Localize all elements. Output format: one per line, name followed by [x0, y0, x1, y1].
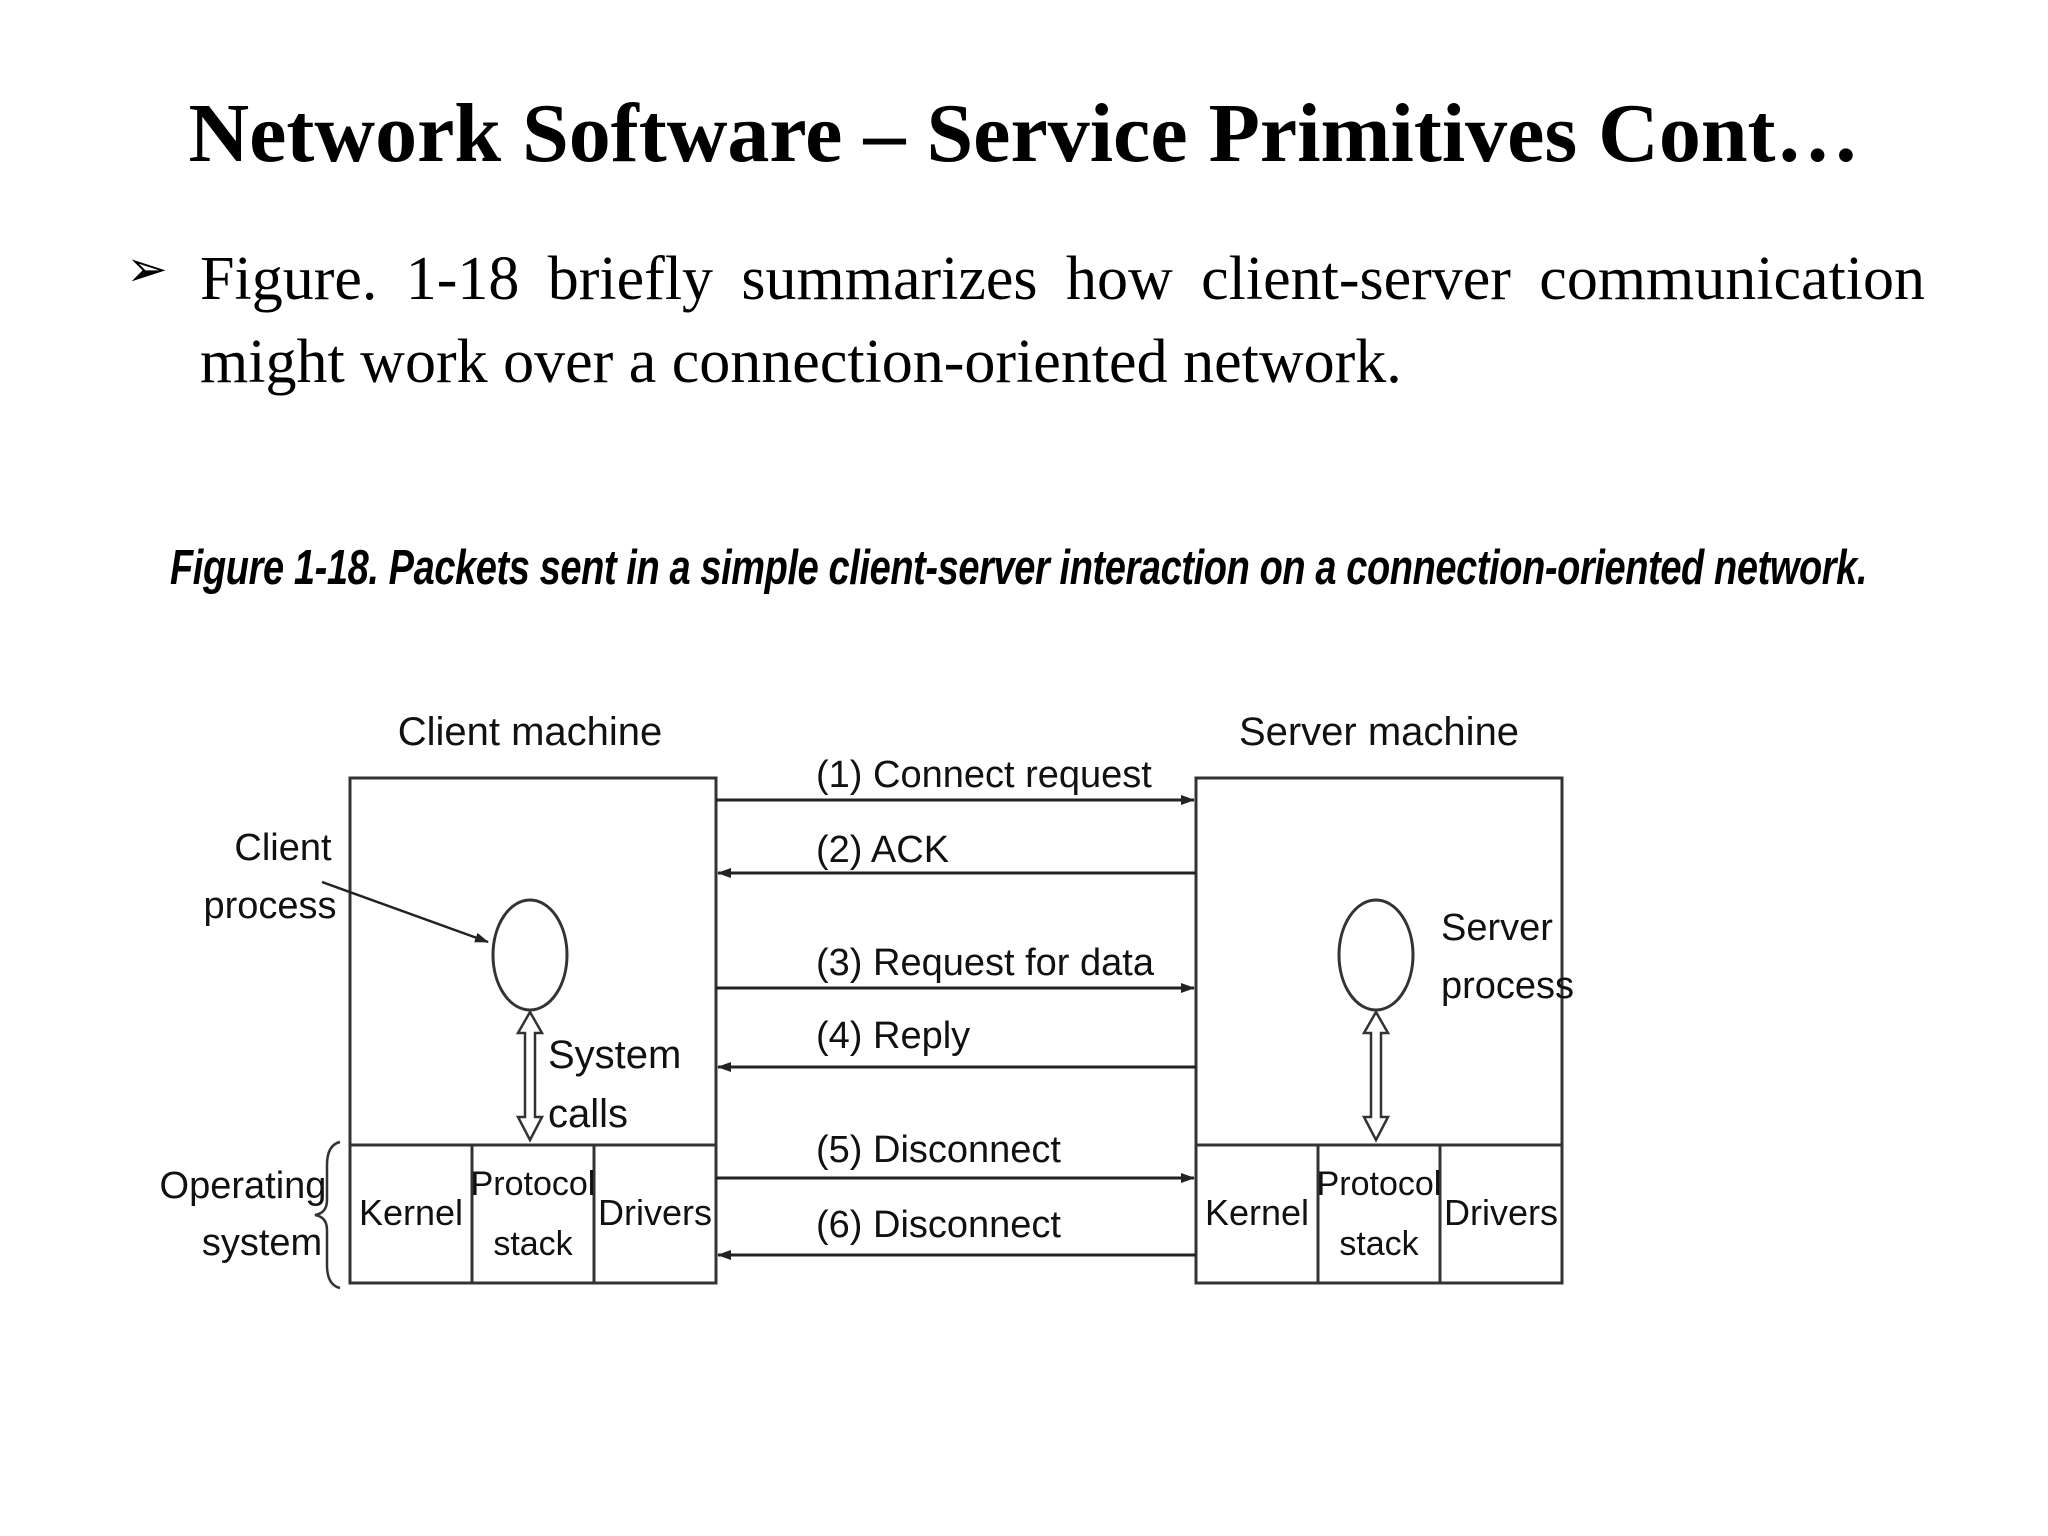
server-kernel-cell: Kernel	[1205, 1192, 1309, 1233]
message-1-label: (1) Connect request	[816, 754, 1152, 796]
server-protocol-stack-line1: Protocol	[1317, 1165, 1442, 1203]
operating-system-label-line1: Operating	[160, 1165, 327, 1207]
bullet-arrow-icon: ➢	[126, 240, 168, 298]
client-process-pointer-arrow	[321, 880, 489, 944]
server-protocol-stack-line2: stack	[1339, 1225, 1419, 1263]
server-process-circle	[1337, 898, 1415, 1012]
client-drivers-cell: Drivers	[598, 1192, 712, 1233]
client-protocol-stack-line2: stack	[493, 1225, 573, 1263]
server-machine-label: Server machine	[1239, 710, 1519, 754]
bullet-paragraph: Figure. 1-18 briefly summarizes how clie…	[200, 245, 1925, 396]
server-process-label-line2: process	[1441, 965, 1574, 1007]
client-process-label-line1: Client	[234, 827, 332, 869]
client-process-label-line2: process	[203, 885, 336, 927]
operating-system-brace	[314, 1140, 341, 1290]
message-5-label: (5) Disconnect	[816, 1129, 1061, 1171]
message-2-label: (2) ACK	[816, 829, 949, 871]
client-machine	[348, 776, 718, 1285]
client-syscall-double-arrow	[515, 1009, 545, 1143]
client-process-circle	[491, 898, 569, 1012]
slide-title: Network Software – Service Primitives Co…	[188, 87, 1860, 180]
server-drivers-cell: Drivers	[1444, 1192, 1558, 1233]
server-machine	[1194, 776, 1564, 1285]
server-process-label-line1: Server	[1441, 907, 1553, 949]
operating-system-label-line2: system	[202, 1222, 322, 1264]
system-calls-label-line1: System	[548, 1033, 681, 1077]
client-machine-label: Client machine	[398, 710, 663, 754]
message-6-label: (6) Disconnect	[816, 1204, 1061, 1246]
server-syscall-double-arrow	[1361, 1009, 1391, 1143]
system-calls-label-line2: calls	[548, 1092, 628, 1136]
client-protocol-stack-line1: Protocol	[471, 1165, 596, 1203]
client-kernel-cell: Kernel	[359, 1192, 463, 1233]
message-3-label: (3) Request for data	[816, 942, 1155, 984]
message-4-label: (4) Reply	[816, 1015, 970, 1057]
